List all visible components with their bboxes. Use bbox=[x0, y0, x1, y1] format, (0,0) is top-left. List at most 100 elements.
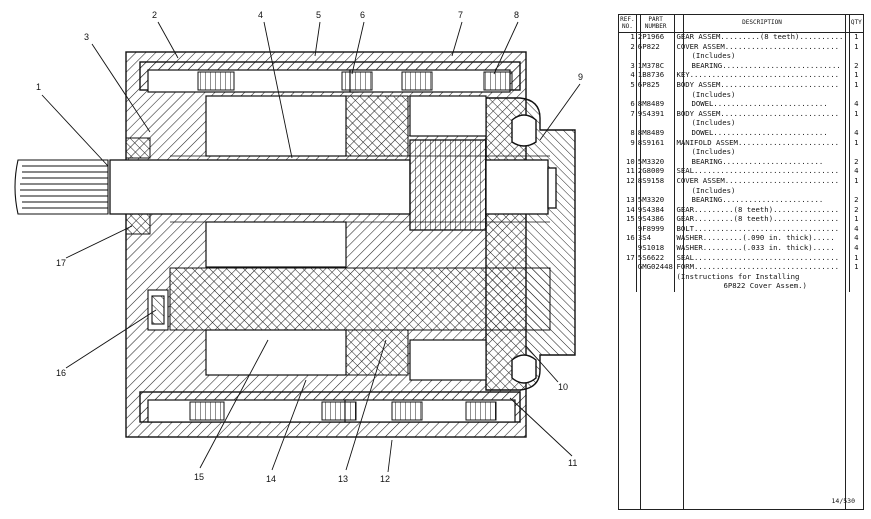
qty-cell: 1 bbox=[854, 108, 859, 118]
ref-cell bbox=[619, 90, 637, 101]
svg-text:10: 10 bbox=[558, 382, 568, 392]
part-number-cell bbox=[636, 272, 676, 283]
part-number-cell: 9S4391 bbox=[636, 109, 676, 120]
qty-cell: 4 bbox=[854, 166, 859, 176]
callout-7: 7 bbox=[451, 10, 463, 57]
description-cell: (Includes) bbox=[674, 90, 850, 101]
ref-cell: 11 bbox=[619, 167, 637, 177]
callout-3: 3 bbox=[84, 32, 151, 133]
svg-text:14: 14 bbox=[266, 474, 276, 484]
ref-cell: 9 bbox=[619, 138, 637, 149]
part-number-cell: 8S9161 bbox=[636, 138, 676, 149]
part-number-cell: 6P822 bbox=[636, 42, 676, 53]
svg-text:4: 4 bbox=[258, 10, 263, 20]
ref-cell bbox=[619, 119, 637, 129]
qty-cell bbox=[849, 282, 863, 292]
part-number-cell: 6P825 bbox=[636, 81, 676, 91]
ref-cell bbox=[619, 224, 637, 235]
description-cell: BEARING........................... bbox=[674, 61, 850, 72]
pump-cross-section-diagram: 1 2 3 4 5 6 7 8 9 10 11 12 13 14 15 16 1… bbox=[14, 10, 583, 484]
part-number-cell bbox=[636, 52, 676, 62]
qty-cell: 4 bbox=[854, 127, 859, 137]
callout-14: 14 bbox=[266, 379, 307, 484]
description-cell: WASHER.........(.090 in. thick)..... bbox=[674, 234, 850, 245]
description-cell: GEAR.........(8 teeth)............... bbox=[674, 205, 850, 216]
table-row: (Includes) bbox=[619, 186, 863, 197]
svg-text:3: 3 bbox=[84, 32, 89, 42]
part-number-cell: 5S6622 bbox=[636, 253, 676, 264]
description-cell: 6P822 Cover Assem.) bbox=[674, 282, 850, 293]
part-number-cell bbox=[636, 186, 676, 197]
seals bbox=[125, 137, 151, 235]
description-cell: (Includes) bbox=[674, 119, 850, 129]
description-cell: DOWEL.......................... bbox=[674, 100, 850, 110]
ref-cell bbox=[619, 52, 637, 62]
callouts: 1 2 3 4 5 6 7 8 9 10 11 12 13 14 15 16 1… bbox=[36, 10, 583, 484]
callout-16: 16 bbox=[56, 309, 157, 378]
part-number-cell: 2P1966 bbox=[636, 32, 676, 43]
header-ref-no: REF. NO. bbox=[619, 15, 637, 33]
ref-cell bbox=[619, 282, 637, 293]
drawing-code: 14/530 bbox=[831, 497, 855, 505]
bolt-washer bbox=[147, 289, 169, 331]
svg-text:2: 2 bbox=[152, 10, 157, 20]
qty-cell: 1 bbox=[854, 214, 859, 224]
parts-table-header: REF. NO. PART NUMBER DESCRIPTION QTY bbox=[619, 15, 863, 33]
callout-10: 10 bbox=[525, 345, 568, 392]
callout-6: 6 bbox=[351, 10, 365, 75]
description-cell: WASHER.........(.033 in. thick)..... bbox=[674, 244, 850, 254]
ref-cell: 4 bbox=[619, 71, 637, 81]
description-cell: BOLT................................. bbox=[674, 224, 850, 235]
table-row: (Includes) bbox=[619, 119, 863, 129]
qty-cell: 1 bbox=[854, 41, 859, 51]
qty-cell: 4 bbox=[854, 99, 859, 109]
qty-cell: 2 bbox=[854, 156, 859, 166]
description-cell: FORM................................. bbox=[674, 263, 850, 273]
part-number-cell: GMG02448 bbox=[636, 262, 676, 273]
description-cell: (Includes) bbox=[674, 186, 850, 197]
part-number-cell bbox=[636, 90, 676, 101]
ref-cell: 8 bbox=[619, 129, 637, 139]
qty-cell: 4 bbox=[854, 223, 859, 233]
part-number-cell: 9S4384 bbox=[636, 205, 676, 216]
qty-cell: 1 bbox=[854, 79, 859, 89]
ref-cell: 1 bbox=[619, 32, 637, 43]
qty-cell: 1 bbox=[854, 70, 859, 80]
svg-text:17: 17 bbox=[56, 258, 66, 268]
part-number-cell: 5M3320 bbox=[636, 196, 676, 206]
part-number-cell: 8M8489 bbox=[636, 129, 676, 139]
qty-cell: 1 bbox=[854, 262, 859, 272]
description-cell: KEY.................................. bbox=[674, 71, 850, 81]
splined-shaft-end bbox=[14, 159, 109, 215]
header-part-number: PART NUMBER bbox=[636, 15, 676, 33]
qty-cell: 1 bbox=[854, 32, 859, 41]
qty-cell: 2 bbox=[854, 204, 859, 214]
svg-text:5: 5 bbox=[316, 10, 321, 20]
table-row: (Includes) bbox=[619, 148, 863, 158]
header-qty: QTY bbox=[849, 15, 863, 33]
description-cell: SEAL................................. bbox=[674, 167, 850, 177]
part-number-cell: 8S9158 bbox=[636, 176, 676, 187]
needle-bearings bbox=[189, 71, 513, 421]
ref-cell: 15 bbox=[619, 215, 637, 225]
description-cell: COVER ASSEM.......................... bbox=[674, 42, 850, 53]
ref-cell: 16 bbox=[619, 234, 637, 245]
qty-cell: 2 bbox=[854, 60, 859, 70]
ref-cell: 3 bbox=[619, 61, 637, 72]
callout-13: 13 bbox=[338, 339, 387, 484]
svg-text:8: 8 bbox=[514, 10, 519, 20]
part-number-cell: 2G8009 bbox=[636, 167, 676, 177]
part-number-cell bbox=[636, 148, 676, 158]
input-shaft bbox=[109, 139, 557, 231]
ref-cell: 6 bbox=[619, 100, 637, 110]
svg-text:1: 1 bbox=[36, 82, 41, 92]
